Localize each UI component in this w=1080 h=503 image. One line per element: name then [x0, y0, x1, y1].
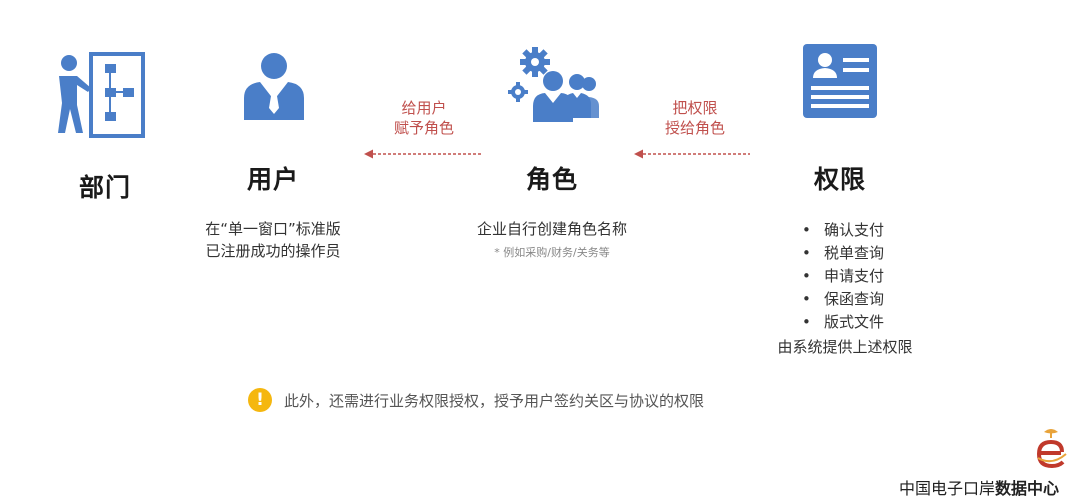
- user-desc-line1: 在“单一窗口”标准版: [205, 220, 341, 238]
- role-to-user-arrow: [364, 149, 482, 159]
- user-desc-line2: 已注册成功的操作员: [205, 242, 341, 260]
- perm-to-role-label: 把权限 授给角色: [664, 99, 725, 137]
- user-description: 在“单一窗口”标准版 已注册成功的操作员: [173, 218, 373, 262]
- permission-item: 版式文件: [802, 311, 922, 334]
- perm-to-role-arrow: [634, 149, 750, 159]
- org-chart-person-icon: [58, 52, 145, 138]
- user-title: 用户: [246, 165, 299, 194]
- notice-text: 此外，还需进行业务权限授权，授予用户签约关区与协议的权限: [284, 391, 705, 410]
- user-person-icon: [244, 53, 304, 120]
- permission-item: 确认支付: [802, 219, 922, 242]
- e-logo-icon: [1036, 429, 1067, 468]
- brand-name: 中国电子口岸数据中心: [899, 479, 1060, 498]
- permission-item: 申请支付: [802, 265, 922, 288]
- role-example-note: * 例如采购/财务/关务等: [494, 246, 610, 259]
- department-title: 部门: [78, 173, 131, 202]
- permission-list: 确认支付 税单查询 申请支付 保函查询 版式文件: [802, 219, 922, 334]
- exclamation-icon: !: [248, 388, 272, 412]
- id-card-icon: [803, 44, 877, 118]
- role-description: 企业自行创建角色名称: [476, 220, 627, 238]
- group-gear-icon: [508, 47, 599, 122]
- permission-item: 保函查询: [802, 288, 922, 311]
- permission-item: 税单查询: [802, 242, 922, 265]
- permission-footer: 由系统提供上述权限: [777, 338, 913, 356]
- role-to-user-label: 给用户 赋予角色: [393, 99, 454, 137]
- permission-title: 权限: [813, 165, 866, 194]
- notice-bar: ! 此外，还需进行业务权限授权，授予用户签约关区与协议的权限: [248, 388, 704, 412]
- role-title: 角色: [525, 165, 578, 194]
